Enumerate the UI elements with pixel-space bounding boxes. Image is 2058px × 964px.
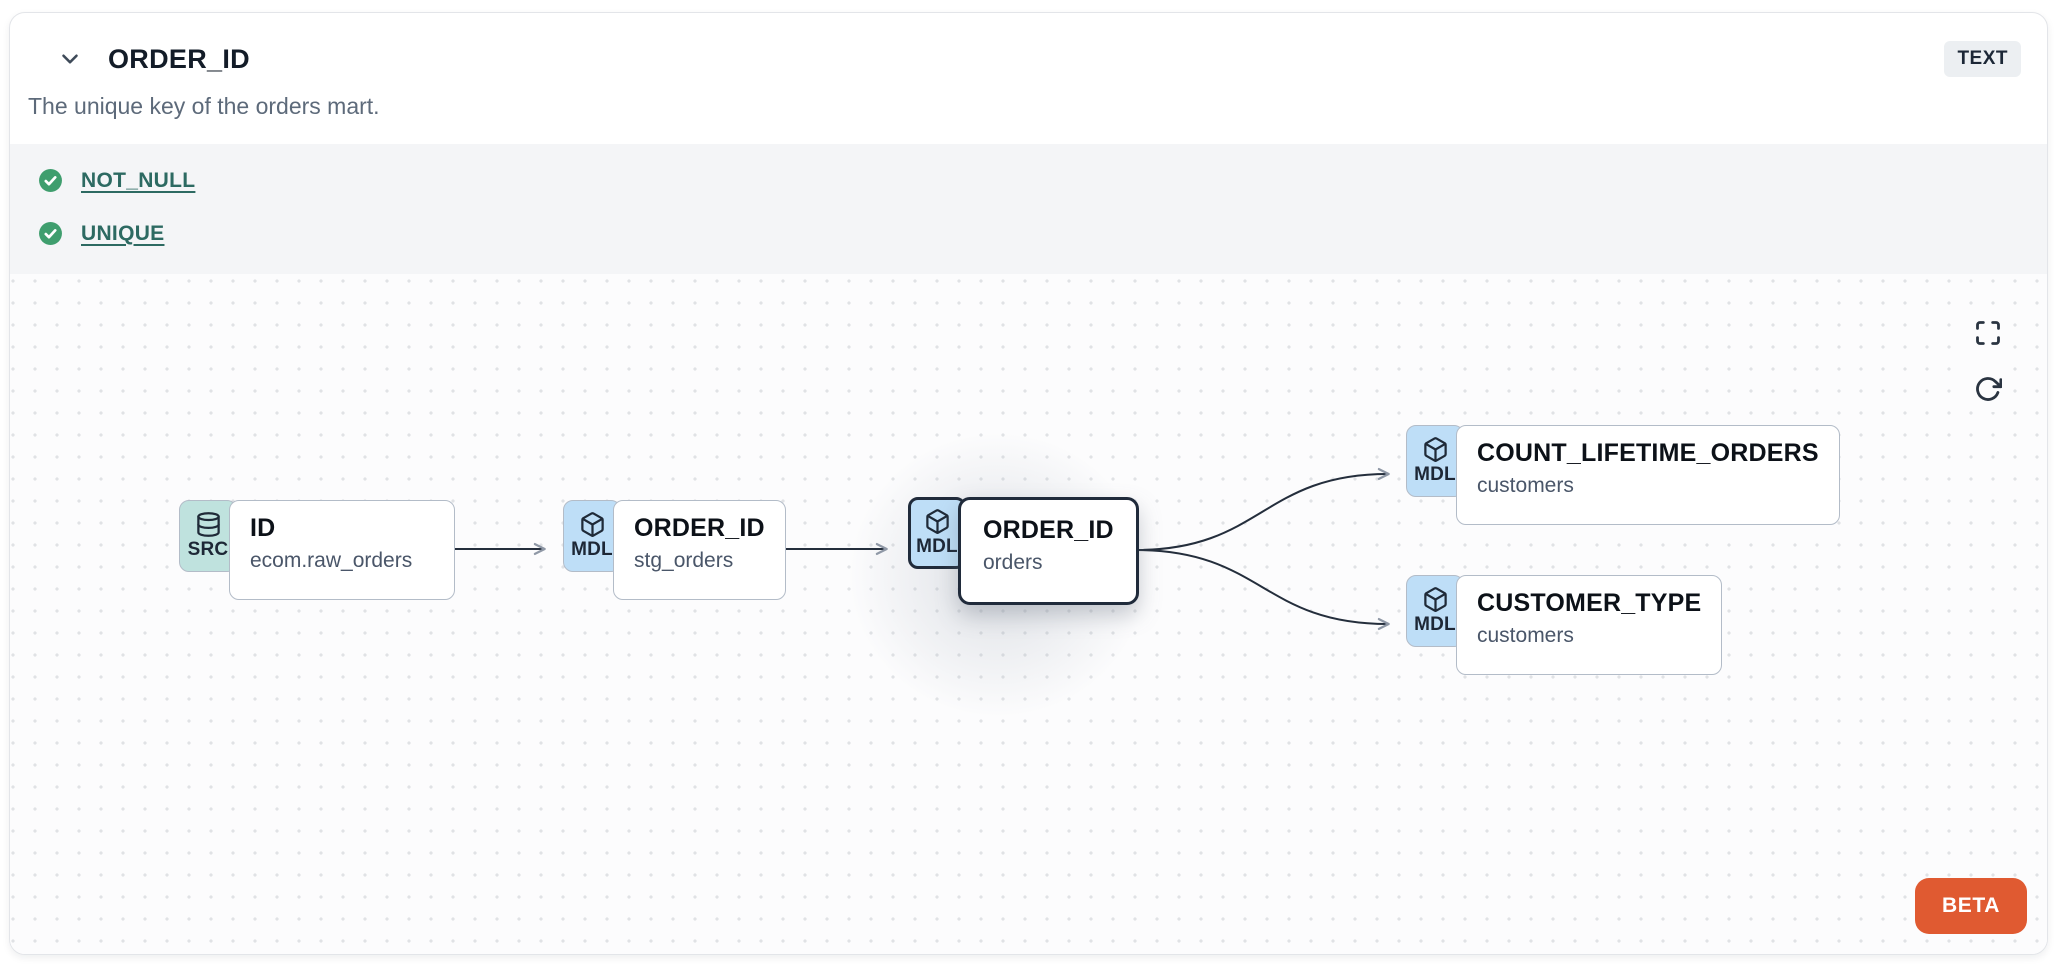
node-badge-label: MDL	[916, 536, 958, 557]
canvas-controls	[1965, 310, 2011, 412]
node-card: CUSTOMER_TYPE customers	[1456, 575, 1723, 675]
cube-icon	[1423, 587, 1447, 612]
cube-icon	[925, 509, 949, 534]
node-type-badge: SRC	[179, 500, 237, 572]
test-row: NOT_NULL	[38, 168, 2017, 193]
node-subtitle: stg_orders	[634, 549, 734, 572]
lineage-node-source-id[interactable]: SRC ID ecom.raw_orders	[179, 500, 455, 600]
node-card: ID ecom.raw_orders	[229, 500, 455, 600]
node-badge-label: MDL	[1414, 464, 1456, 485]
test-link-unique[interactable]: UNIQUE	[81, 221, 165, 245]
test-pass-icon	[39, 169, 62, 192]
node-subtitle: ecom.raw_orders	[250, 549, 413, 572]
column-description: The unique key of the orders mart.	[28, 93, 380, 119]
node-title: ID	[250, 514, 276, 542]
node-card: ORDER_ID orders	[958, 497, 1139, 605]
node-badge-label: MDL	[571, 539, 613, 560]
collapse-button[interactable]	[54, 43, 86, 75]
node-badge-label: SRC	[187, 539, 229, 560]
edge-orders-to-ctype	[1135, 549, 1390, 631]
refresh-button[interactable]	[1965, 366, 2011, 412]
cube-icon	[580, 512, 604, 537]
tests-section: NOT_NULL UNIQUE	[10, 144, 2047, 274]
test-link-not-null[interactable]: NOT_NULL	[81, 168, 196, 192]
lineage-canvas[interactable]: SRC ID ecom.raw_orders MDL ORDE	[10, 274, 2047, 954]
database-icon	[196, 512, 220, 537]
column-details-panel: ORDER_ID TEXT The unique key of the orde…	[9, 12, 2048, 955]
node-type-badge: MDL	[1406, 575, 1464, 647]
node-subtitle: orders	[983, 551, 1043, 574]
node-subtitle: customers	[1477, 624, 1574, 647]
node-type-badge: MDL	[1406, 425, 1464, 497]
edge-orders-to-count	[1135, 467, 1390, 551]
node-card: COUNT_LIFETIME_ORDERS customers	[1456, 425, 1840, 525]
lineage-node-orders-order-id[interactable]: MDL ORDER_ID orders	[908, 497, 1139, 605]
test-pass-icon	[39, 222, 62, 245]
lineage-node-count-lifetime-orders[interactable]: MDL COUNT_LIFETIME_ORDERS customers	[1406, 425, 1840, 525]
cube-icon	[1423, 437, 1447, 462]
node-title: COUNT_LIFETIME_ORDERS	[1477, 439, 1819, 467]
node-badge-label: MDL	[1414, 614, 1456, 635]
node-title: CUSTOMER_TYPE	[1477, 589, 1702, 617]
panel-header: ORDER_ID TEXT	[10, 13, 2047, 77]
column-title: ORDER_ID	[108, 43, 250, 74]
node-type-badge: MDL	[563, 500, 621, 572]
node-subtitle: customers	[1477, 474, 1574, 497]
column-type-badge: TEXT	[1944, 41, 2021, 77]
node-card: ORDER_ID stg_orders	[613, 500, 786, 600]
fullscreen-icon	[1976, 321, 2000, 345]
lineage-node-stg-order-id[interactable]: MDL ORDER_ID stg_orders	[563, 500, 786, 600]
node-title: ORDER_ID	[983, 516, 1114, 544]
refresh-icon	[1976, 377, 2002, 401]
beta-badge: BETA	[1914, 878, 2027, 934]
fullscreen-button[interactable]	[1965, 310, 2011, 356]
chevron-down-icon	[62, 54, 78, 64]
node-title: ORDER_ID	[634, 514, 765, 542]
test-row: UNIQUE	[38, 221, 2017, 246]
lineage-node-customer-type[interactable]: MDL CUSTOMER_TYPE customers	[1406, 575, 1723, 675]
lineage-edges	[450, 467, 1390, 631]
